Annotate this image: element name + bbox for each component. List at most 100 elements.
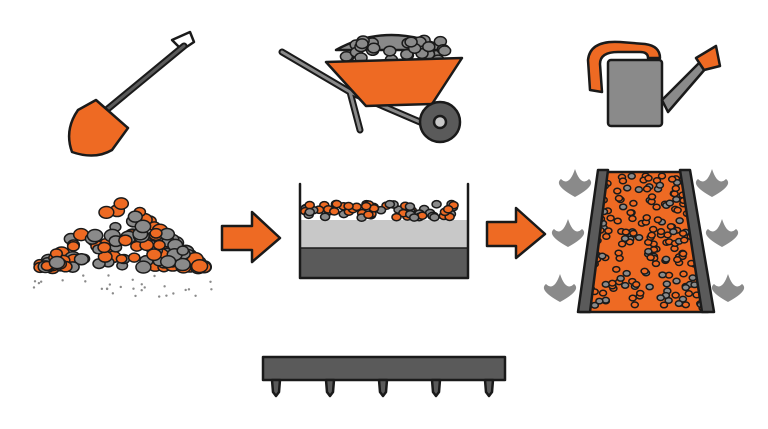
edging-spike — [270, 378, 282, 398]
gravel-stone — [653, 216, 663, 224]
edging-spike — [430, 378, 442, 398]
gravel-stone — [429, 212, 440, 222]
gravel-stone — [657, 172, 667, 180]
gravel-dust — [39, 280, 43, 283]
gravel-stone — [661, 255, 671, 263]
gravel-stone — [674, 299, 684, 308]
gravel-dust — [111, 292, 115, 295]
gravel-stone — [628, 215, 637, 223]
gravel-stone — [648, 225, 658, 233]
gravel-stone — [442, 204, 454, 214]
gravel-stone — [629, 199, 638, 207]
gravel-dust — [134, 294, 137, 298]
gravel-stone — [658, 271, 667, 279]
gravel-stone — [86, 228, 104, 243]
gravel-dust — [140, 289, 143, 292]
gravel-stone — [98, 205, 115, 220]
plant-icon — [551, 219, 585, 247]
gravel-stone — [665, 199, 675, 207]
gravel-stone — [634, 186, 644, 194]
gravel-dust — [33, 280, 37, 283]
gravel-stone — [602, 232, 611, 241]
arrow-right-icon — [485, 206, 547, 260]
gravel-stone — [655, 181, 665, 189]
gravel-stone — [673, 206, 682, 214]
gravel-stone — [613, 217, 622, 225]
gravel-stone — [672, 277, 681, 285]
gravel-stone — [647, 231, 656, 239]
gravel-stone — [304, 207, 316, 217]
plant-icon — [711, 274, 745, 302]
gravel-stone — [678, 229, 688, 237]
gravel-dust — [140, 283, 143, 286]
gravel-dust — [105, 287, 109, 290]
gravel-stone — [604, 227, 613, 235]
gravel-stone — [118, 234, 133, 247]
gravel-stone — [115, 253, 128, 264]
gravel-dust — [184, 288, 187, 292]
gravel-stone — [663, 231, 672, 239]
gravel-stone — [329, 207, 340, 216]
gravel-dust — [210, 288, 213, 291]
gravel-stone — [437, 45, 452, 57]
gravel-stone — [681, 284, 691, 292]
gravel-stone — [595, 297, 604, 305]
gravel-dust — [100, 287, 104, 291]
gravel-stone — [646, 254, 655, 262]
plant-icon — [705, 219, 739, 247]
plant-icon — [695, 169, 729, 197]
gravel-stone — [614, 194, 624, 202]
gravel-stone — [620, 234, 630, 243]
gravel-stone — [304, 200, 315, 210]
gravel-stone — [66, 241, 80, 252]
gravel-stone — [97, 241, 112, 254]
gravel-stone — [190, 258, 209, 274]
gravel-stone — [355, 38, 369, 50]
gravel-dust — [165, 294, 168, 297]
gravel-stone — [659, 301, 669, 309]
gravel-stone — [662, 280, 672, 288]
gravel-stone — [644, 247, 653, 255]
gravel-stone — [618, 177, 628, 185]
gravel-stone — [621, 228, 631, 236]
gravel-stone — [391, 212, 402, 222]
gravel-path-icon — [543, 168, 745, 314]
gravel-stone — [628, 294, 637, 302]
gravel-stone — [622, 269, 631, 277]
gravel-stone — [647, 193, 657, 201]
gravel-stone — [598, 252, 607, 260]
gravel-stone — [404, 202, 416, 211]
gravel-stone — [669, 228, 678, 236]
gravel-stone — [684, 290, 694, 298]
gravel-stone — [606, 214, 615, 222]
gravel-stone — [613, 187, 622, 195]
gravel-stone — [404, 36, 418, 48]
gravel-stone — [627, 172, 636, 180]
gravel-dust — [82, 274, 85, 277]
gravel-stone — [127, 210, 143, 223]
gravel-stone — [656, 228, 666, 236]
gravel-stone — [618, 203, 628, 211]
gravel-dust — [108, 283, 112, 286]
gravel-stone — [616, 274, 625, 282]
gravel-stone — [671, 184, 681, 193]
gravel-stone — [598, 289, 608, 297]
gravel-dust — [84, 280, 87, 283]
gravel-dust — [194, 294, 197, 297]
gravel-stone — [608, 279, 617, 287]
gravel-stone — [612, 265, 621, 273]
gravel-stone — [159, 254, 177, 269]
gravel-stone — [642, 185, 652, 193]
gravel-stone — [176, 245, 190, 256]
arrow-right-icon — [220, 210, 282, 264]
gravel-stone — [360, 201, 372, 211]
gravel-stone — [127, 252, 141, 263]
gravel-dust — [37, 281, 41, 285]
gravel-dust — [163, 285, 166, 288]
gravel-stone — [680, 236, 689, 244]
edging-spike — [324, 378, 336, 398]
gravel-stone — [408, 213, 420, 222]
gravel-stone — [675, 217, 684, 225]
gravel-stone — [634, 233, 644, 242]
